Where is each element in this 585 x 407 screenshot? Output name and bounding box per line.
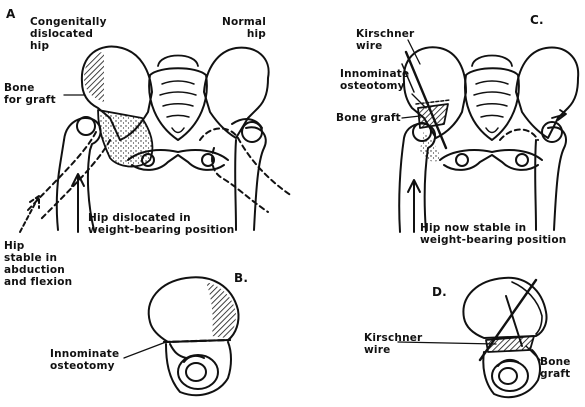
panel-a-arrow-weight <box>72 174 84 232</box>
panel-a-arrow-stable <box>20 196 39 232</box>
label-d-bone-graft: Bone graft <box>540 356 571 380</box>
label-congenitally-dislocated-hip: Congenitally dislocated hip <box>30 16 107 52</box>
panel-c-letter: C. <box>530 14 544 26</box>
label-c-kirschner-wire: Kirschner wire <box>356 28 414 52</box>
panel-b-osteotomy-line <box>164 340 230 342</box>
panel-b-ilium <box>149 277 239 395</box>
label-d-kirschner-wire: Kirschner wire <box>364 332 422 356</box>
label-hip-stable-abduction: Hip stable in abduction and flexion <box>4 240 72 288</box>
panel-d-ilium-outline <box>463 278 546 338</box>
leader-b-osteotomy <box>124 342 166 358</box>
label-normal-hip: Normal hip <box>222 16 266 40</box>
panel-b-hatch <box>206 282 236 338</box>
label-bone-for-graft: Bone for graft <box>4 82 56 106</box>
leader-d-bone-graft <box>526 346 540 360</box>
panel-a-flexed-femur <box>28 132 110 220</box>
label-b-innominate-osteotomy: Innominate osteotomy <box>50 348 119 372</box>
label-c-bone-graft: Bone graft <box>336 112 401 124</box>
label-hip-now-stable: Hip now stable in weight-bearing positio… <box>420 222 566 246</box>
label-hip-dislocated: Hip dislocated in weight-bearing positio… <box>88 212 234 236</box>
panel-d-letter: D. <box>432 286 447 298</box>
leader-lines <box>64 40 540 360</box>
panel-a-letter: A <box>6 8 16 20</box>
panel-c-arrow-weight <box>408 180 420 232</box>
label-c-innominate-osteotomy: Innominate osteotomy <box>340 68 409 92</box>
panel-a-pelvis <box>82 47 269 170</box>
leader-c-bone-graft <box>402 116 420 118</box>
panel-d-ilium <box>463 278 546 397</box>
panel-b-letter: B. <box>234 272 248 284</box>
